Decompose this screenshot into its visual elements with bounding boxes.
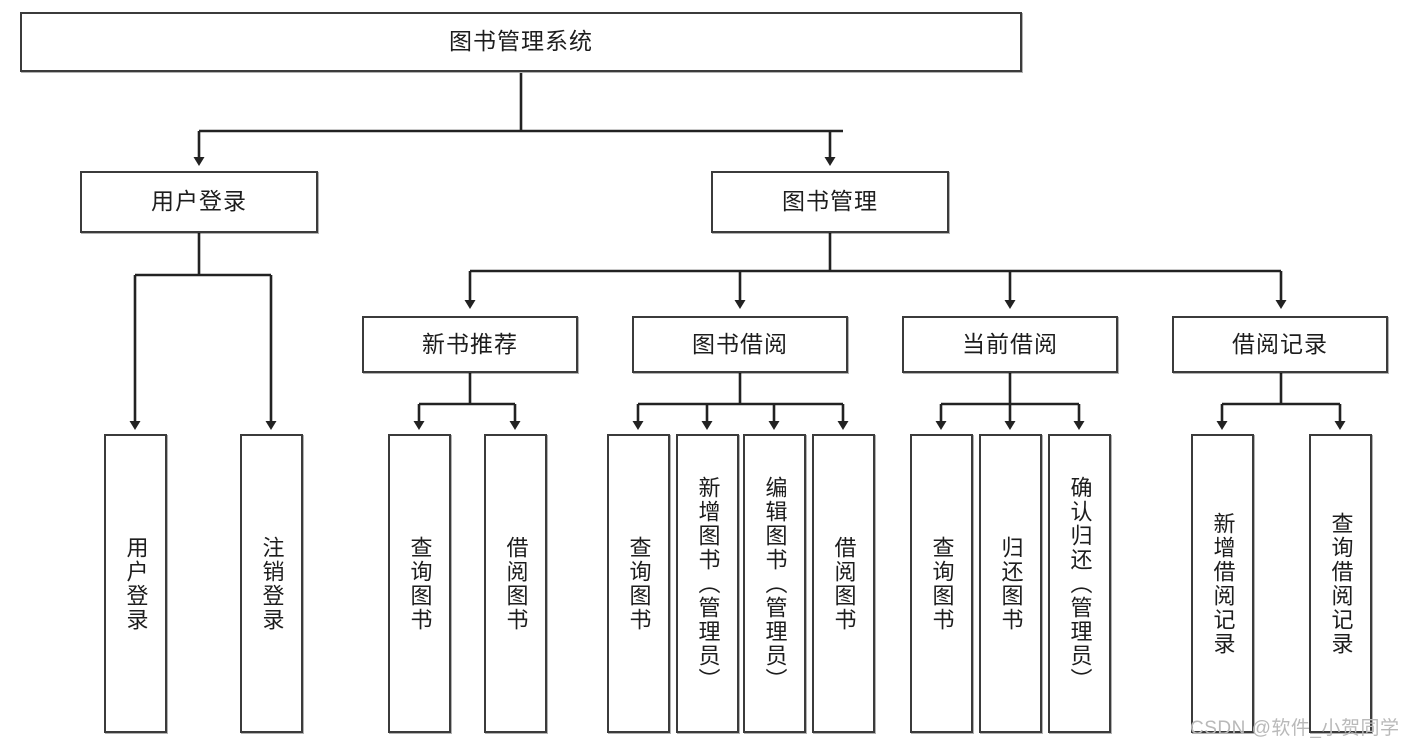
leaf-confirm-return-label: 确认归还（管理员） [1067, 475, 1093, 692]
node-user-login-label: 用户登录 [151, 188, 247, 215]
leaf-borrow-book-2[interactable]: 借阅图书 [812, 434, 875, 733]
leaf-query-record[interactable]: 查询借阅记录 [1309, 434, 1372, 733]
leaf-confirm-return[interactable]: 确认归还（管理员） [1048, 434, 1111, 733]
node-current-borrow-label: 当前借阅 [962, 330, 1058, 357]
leaf-add-book[interactable]: 新增图书（管理员） [676, 434, 739, 733]
leaf-user-login-label: 用户登录 [123, 535, 149, 632]
leaf-user-login[interactable]: 用户登录 [104, 434, 167, 733]
leaf-add-record-label: 新增借阅记录 [1210, 511, 1236, 656]
node-book-manage[interactable]: 图书管理 [711, 171, 949, 233]
leaf-logout-label: 注销登录 [259, 535, 285, 632]
node-book-borrow[interactable]: 图书借阅 [632, 316, 848, 373]
leaf-query-book-3-label: 查询图书 [929, 535, 955, 632]
node-current-borrow[interactable]: 当前借阅 [902, 316, 1118, 373]
leaf-borrow-book-2-label: 借阅图书 [831, 535, 857, 632]
leaf-return-book-label: 归还图书 [998, 535, 1024, 632]
leaf-add-record[interactable]: 新增借阅记录 [1191, 434, 1254, 733]
node-root[interactable]: 图书管理系统 [20, 12, 1022, 72]
leaf-borrow-book-1[interactable]: 借阅图书 [484, 434, 547, 733]
leaf-return-book[interactable]: 归还图书 [979, 434, 1042, 733]
leaf-query-book-1-label: 查询图书 [407, 535, 433, 632]
leaf-query-book-3[interactable]: 查询图书 [910, 434, 973, 733]
node-new-book-recommend-label: 新书推荐 [422, 330, 518, 357]
node-root-label: 图书管理系统 [449, 28, 593, 55]
leaf-query-book-2[interactable]: 查询图书 [607, 434, 670, 733]
node-new-book-recommend[interactable]: 新书推荐 [362, 316, 578, 373]
leaf-borrow-book-1-label: 借阅图书 [503, 535, 529, 632]
leaf-query-book-1[interactable]: 查询图书 [388, 434, 451, 733]
leaf-edit-book-label: 编辑图书（管理员） [762, 475, 788, 692]
csdn-watermark: CSDN @软件_小贺同学 [1190, 718, 1400, 739]
node-borrow-record-label: 借阅记录 [1232, 330, 1328, 357]
node-book-manage-label: 图书管理 [782, 188, 878, 215]
leaf-query-record-label: 查询借阅记录 [1328, 511, 1354, 656]
leaf-edit-book[interactable]: 编辑图书（管理员） [743, 434, 806, 733]
leaf-query-book-2-label: 查询图书 [626, 535, 652, 632]
node-user-login[interactable]: 用户登录 [80, 171, 318, 233]
leaf-add-book-label: 新增图书（管理员） [695, 475, 721, 692]
leaf-logout[interactable]: 注销登录 [240, 434, 303, 733]
node-book-borrow-label: 图书借阅 [692, 330, 788, 357]
node-borrow-record[interactable]: 借阅记录 [1172, 316, 1388, 373]
